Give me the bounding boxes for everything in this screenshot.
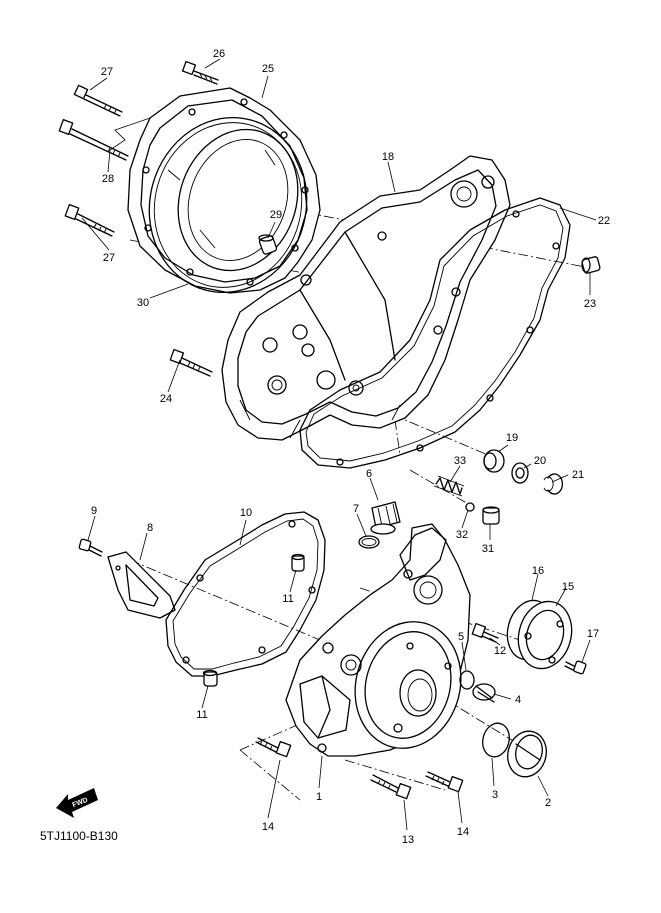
callout-13: 13 — [402, 834, 414, 846]
part-22-gasket — [299, 197, 571, 469]
callout-24: 24 — [160, 393, 172, 405]
part-1-crankcase-cover — [285, 523, 471, 757]
part-8-plate — [107, 551, 176, 619]
callout-17: 17 — [587, 628, 599, 640]
callout-2: 2 — [545, 797, 551, 809]
callout-9: 9 — [91, 505, 97, 517]
part-10-gasket — [165, 511, 326, 677]
callout-11-a: 11 — [282, 593, 293, 605]
part-11-dowel-b — [202, 669, 218, 687]
callout-21: 21 — [572, 469, 584, 481]
callout-25: 25 — [262, 63, 274, 75]
callout-7: 7 — [353, 503, 359, 515]
callout-8: 8 — [147, 522, 153, 534]
leader-lines — [81, 58, 597, 831]
callout-1: 1 — [316, 791, 322, 803]
part-7-o-ring — [358, 535, 380, 549]
part-2-plug — [507, 730, 547, 778]
part-17-screw — [564, 660, 587, 675]
callout-3: 3 — [492, 789, 498, 801]
part-9-screw — [78, 538, 103, 557]
bolt-26 — [181, 60, 219, 85]
callout-15: 15 — [562, 581, 574, 593]
part-18-crankcase-cover — [221, 155, 511, 441]
part-19-oil-seal — [483, 449, 505, 473]
callout-26: 26 — [213, 48, 225, 60]
callout-23: 23 — [584, 298, 596, 310]
callout-11-b: 11 — [196, 709, 207, 721]
part-20-washer — [511, 462, 529, 484]
callout-27-b: 27 — [103, 252, 115, 264]
forward-arrow-icon: FWD — [56, 788, 98, 818]
callout-33: 33 — [454, 455, 466, 467]
callout-14-a: 14 — [262, 821, 274, 833]
part-6-plug — [370, 501, 401, 535]
bolt-24 — [169, 348, 213, 377]
callout-27-a: 27 — [101, 66, 113, 78]
callout-22: 22 — [598, 215, 610, 227]
bolt-14-left — [255, 737, 292, 758]
callout-labels: 1 2 3 4 5 6 7 8 9 10 11 11 12 13 14 14 1… — [91, 48, 610, 846]
callout-5: 5 — [458, 631, 464, 643]
part-30-gasket — [148, 116, 308, 294]
callout-6: 6 — [366, 468, 372, 480]
callout-28: 28 — [102, 173, 114, 185]
part-5-o-ring — [459, 670, 475, 690]
part-23-dowel — [581, 256, 601, 274]
part-15-cover — [517, 600, 573, 670]
part-12-bolt — [471, 622, 499, 643]
callout-14-b: 14 — [457, 826, 469, 838]
callout-12: 12 — [494, 645, 506, 657]
callout-10: 10 — [240, 507, 252, 519]
bolt-13 — [370, 774, 412, 800]
callout-31: 31 — [482, 543, 494, 555]
callout-29: 29 — [270, 209, 282, 221]
callout-19: 19 — [506, 432, 518, 444]
bolt-14-right — [425, 771, 464, 793]
part-4-plug — [472, 683, 496, 703]
callout-4: 4 — [515, 694, 521, 706]
diagram-code: 5TJ1100-B130 — [40, 829, 118, 843]
bolt-27-lower — [64, 204, 115, 237]
part-21-circlip — [543, 473, 563, 495]
callout-32: 32 — [456, 529, 468, 541]
bolt-28 — [58, 119, 129, 161]
part-31-plug — [482, 506, 500, 525]
callout-18: 18 — [382, 151, 394, 163]
part-11-dowel-a — [291, 553, 305, 572]
bolt-27-upper — [73, 84, 123, 117]
callout-16: 16 — [532, 565, 544, 577]
callout-20: 20 — [534, 455, 546, 467]
part-29-dowel-pin — [258, 234, 278, 255]
part-3-o-ring — [482, 722, 510, 758]
part-32-ball — [465, 502, 475, 512]
callout-30: 30 — [137, 297, 149, 309]
